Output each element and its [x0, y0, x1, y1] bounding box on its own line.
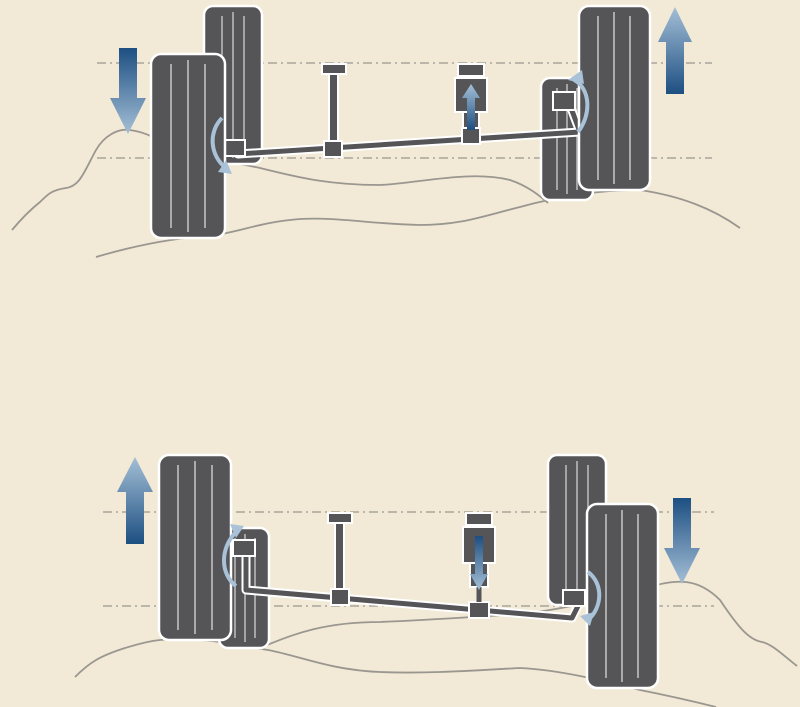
top-diagram — [11, 4, 741, 258]
right-rotation-arrowhead — [580, 612, 594, 626]
left-wheel-up-arrow-icon — [117, 457, 153, 544]
shock-absorber — [454, 63, 488, 145]
right-knuckle — [562, 589, 586, 607]
left-rotation-arrowhead — [230, 524, 244, 538]
right-rotation-curved-arrow-icon — [572, 78, 590, 134]
front-axle — [232, 539, 587, 623]
left-rotation-curved-arrow-icon — [210, 116, 228, 170]
left-knuckle — [232, 539, 256, 557]
front-right-tire-icon — [577, 4, 652, 192]
right-wheel-down-arrow-icon — [664, 498, 700, 584]
right-knuckle — [552, 91, 576, 111]
shock-absorber — [462, 512, 496, 619]
left-rotation-curved-arrow-icon — [222, 530, 238, 588]
front-left-tire-icon — [149, 52, 227, 240]
right-rotation-arrowhead — [568, 70, 584, 84]
left-rotation-arrowhead — [218, 160, 232, 174]
shock-down-arrow-icon — [470, 536, 488, 590]
right-wheel-up-arrow-icon — [658, 7, 692, 94]
front-right-tire-icon — [585, 502, 660, 690]
shock-up-arrow-icon — [462, 84, 480, 130]
front-left-tire-icon — [157, 453, 233, 642]
steering-post — [327, 512, 353, 606]
bottom-diagram — [74, 453, 798, 707]
steering-post — [321, 63, 347, 158]
front-axle — [224, 91, 585, 159]
left-wheel-down-arrow-icon — [110, 48, 146, 134]
left-knuckle — [224, 139, 246, 157]
